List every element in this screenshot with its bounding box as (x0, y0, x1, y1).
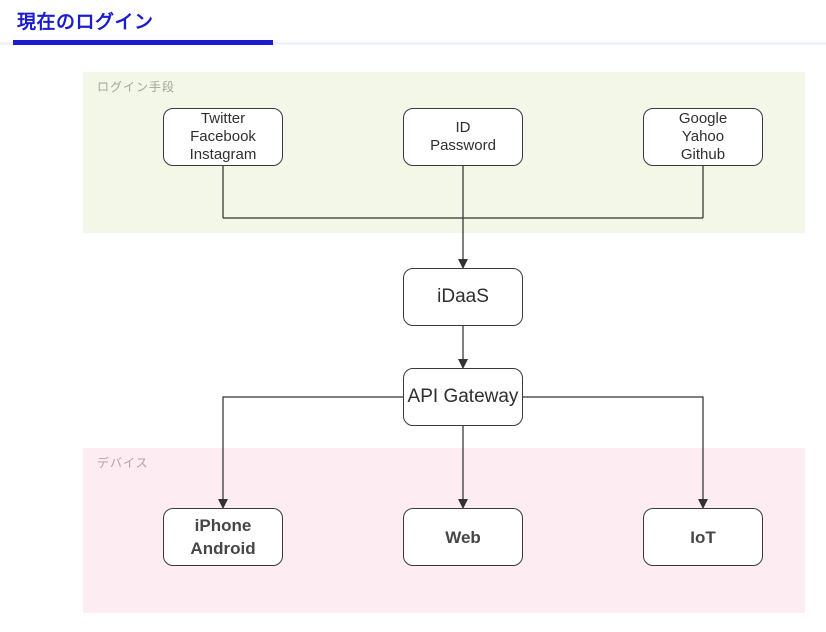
node-web: Web (403, 508, 523, 566)
node-social-right: Google Yahoo Github (643, 108, 763, 166)
region-login-methods-label: ログイン手段 (97, 80, 176, 94)
node-line: API Gateway (407, 386, 519, 407)
node-line: Yahoo (681, 128, 725, 145)
node-line: Github (680, 146, 726, 163)
node-line: Google (678, 110, 728, 127)
node-line: Instagram (189, 146, 257, 163)
node-idaas: iDaaS (403, 268, 523, 326)
node-line: iDaaS (437, 286, 489, 307)
node-id-password: ID Password (403, 108, 523, 166)
node-line: iPhone (194, 516, 252, 535)
node-social-left: Twitter Facebook Instagram (163, 108, 283, 166)
node-api-gateway: API Gateway (403, 368, 523, 426)
page-title: 現在のログイン (17, 12, 154, 33)
node-line: Android (190, 539, 256, 558)
title-underline-track (0, 42, 826, 45)
node-line: Twitter (200, 110, 246, 127)
node-iphone-android: iPhone Android (163, 508, 283, 566)
node-iot: IoT (643, 508, 763, 566)
region-devices-label: デバイス (97, 456, 149, 470)
node-line: Facebook (190, 128, 256, 145)
node-line: IoT (690, 527, 716, 547)
node-line: Password (430, 137, 496, 154)
node-line: ID (455, 119, 471, 136)
title-underline-accent (13, 40, 273, 45)
node-line: Web (445, 527, 481, 547)
